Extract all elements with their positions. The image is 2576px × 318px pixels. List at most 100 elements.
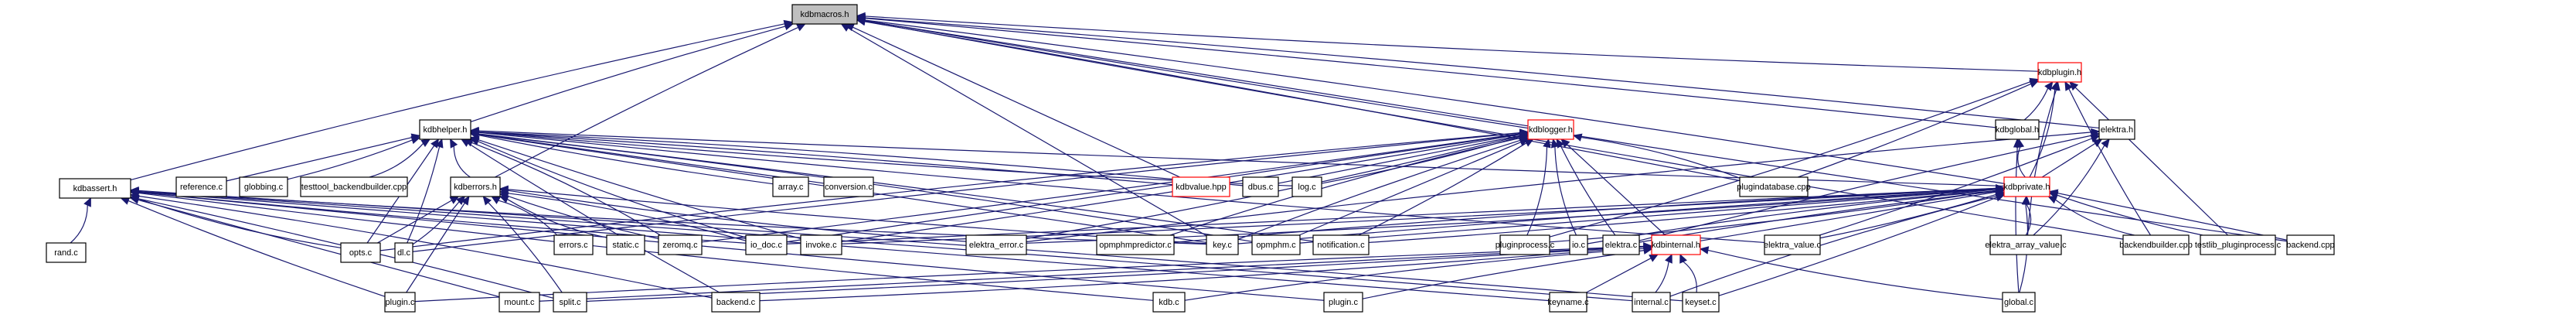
graph-node-kdbassert-h[interactable]: kdbassert.h: [59, 178, 131, 199]
graph-node-testtool-backendbuilder-cpp[interactable]: testtool_backendbuilder.cpp: [300, 176, 408, 197]
node-label: testlib_pluginprocess.c: [2195, 241, 2282, 250]
graph-node-plugindatabase-cpp[interactable]: plugindatabase.cpp: [1737, 176, 1811, 197]
dependency-edge: [138, 192, 1154, 301]
dependency-edge: [471, 142, 661, 236]
graph-node-split-c[interactable]: split.c: [553, 292, 587, 313]
graph-node-elektra-h[interactable]: elektra.h: [2098, 119, 2135, 140]
node-box: [394, 242, 413, 263]
graph-node-io-doc-c[interactable]: io_doc.c: [745, 234, 788, 255]
dependency-edge: [2055, 199, 2135, 236]
graph-node-plugin-c[interactable]: plugin.c: [1323, 292, 1363, 313]
dependency-edge: [864, 15, 2039, 72]
arrowhead-icon: [2064, 80, 2073, 91]
dependency-edge: [138, 195, 713, 299]
graph-node-invoke-c[interactable]: invoke.c: [800, 234, 842, 255]
graph-node-key-c[interactable]: key.c: [1206, 234, 1239, 255]
graph-node-notification-c[interactable]: notification.c: [1312, 234, 1370, 255]
graph-node-globbing-c[interactable]: globbing.c: [239, 176, 288, 197]
node-box: [1499, 234, 1550, 255]
arrowhead-icon: [783, 19, 794, 29]
node-box: [450, 176, 501, 197]
graph-node-testlib-pluginprocess-c[interactable]: testlib_pluginprocess.c: [2195, 234, 2282, 255]
node-box: [1172, 176, 1230, 197]
node-label: conversion.c: [825, 183, 873, 192]
node-box: [59, 178, 131, 199]
graph-node-elektra-error-c[interactable]: elektra_error.c: [965, 234, 1027, 255]
graph-node-array-c[interactable]: array.c: [772, 176, 809, 197]
node-box: [553, 234, 594, 255]
graph-node-backend-cpp[interactable]: backend.cpp: [2286, 234, 2335, 255]
graph-node-kdbprivate-h[interactable]: kdbprivate.h: [2003, 176, 2050, 197]
graph-node-dl-c[interactable]: dl.c: [394, 242, 413, 263]
dependency-edge: [1567, 144, 1666, 236]
dependency-edge: [1298, 142, 1522, 236]
graph-node-kdbinternal-h[interactable]: kdbinternal.h: [1651, 234, 1701, 255]
graph-node-internal-c[interactable]: internal.c: [1632, 292, 1671, 313]
arrowhead-icon: [461, 138, 471, 147]
dependency-edge: [2017, 146, 2026, 178]
graph-node-errors-c[interactable]: errors.c: [553, 234, 594, 255]
dependency-edge: [138, 199, 500, 298]
graph-node-kdbvalue-hpp[interactable]: kdbvalue.hpp: [1172, 176, 1230, 197]
graph-node-backend-c[interactable]: backend.c: [711, 292, 761, 313]
graph-node-kdb-c[interactable]: kdb.c: [1152, 292, 1186, 313]
graph-node-opmphmpredictor-c[interactable]: opmphmpredictor.c: [1096, 234, 1175, 255]
node-label: kdberrors.h: [454, 183, 497, 192]
graph-node-keyset-c[interactable]: keyset.c: [1682, 292, 1720, 313]
arrowhead-icon: [499, 185, 509, 194]
dependency-edge: [1358, 142, 1527, 236]
node-box: [1291, 176, 1322, 197]
graph-node-opts-c[interactable]: opts.c: [340, 242, 381, 263]
graph-node-io-c[interactable]: io.c: [1569, 234, 1588, 255]
node-box: [1251, 234, 1301, 255]
graph-node-mount-c[interactable]: mount.c: [499, 292, 540, 313]
node-box: [772, 176, 809, 197]
graph-node-global-c[interactable]: global.c: [2002, 292, 2036, 313]
node-box: [419, 119, 471, 140]
graph-node-pluginprocess-c[interactable]: pluginprocess.c: [1496, 234, 1555, 255]
graph-node-reference-c[interactable]: reference.c: [175, 176, 227, 197]
graph-node-rand-c[interactable]: rand.c: [46, 242, 87, 263]
graph-node-backendbuilder-cpp[interactable]: backendbuilder.cpp: [2119, 234, 2193, 255]
graph-node-elektra-c[interactable]: elektra.c: [1602, 234, 1640, 255]
graph-node-keyname-c[interactable]: keyname.c: [1547, 292, 1589, 313]
graph-node-kdbhelper-h[interactable]: kdbhelper.h: [419, 119, 471, 140]
dependency-edge: [412, 132, 1521, 252]
graph-node-zeromq-c[interactable]: zeromq.c: [658, 234, 703, 255]
graph-node-kdbglobal-h[interactable]: kdbglobal.h: [1995, 119, 2040, 140]
dependency-edge: [864, 19, 2005, 184]
node-label: keyset.c: [1685, 298, 1717, 307]
dependency-edge: [1026, 132, 2092, 243]
graph-node-dbus-c[interactable]: dbus.c: [1242, 176, 1279, 197]
graph-node-kdberrors-h[interactable]: kdberrors.h: [450, 176, 501, 197]
arrowhead-icon: [491, 196, 501, 204]
arrowhead-icon: [1556, 138, 1565, 149]
arrowhead-icon: [435, 138, 444, 149]
arrowhead-icon: [1665, 253, 1673, 264]
dependency-edge: [1526, 146, 1548, 236]
arrowhead-icon: [461, 195, 470, 206]
graph-node-plugin-c[interactable]: plugin.c: [384, 292, 416, 313]
node-label: zeromq.c: [662, 241, 698, 250]
graph-node-kdblogger-h[interactable]: kdblogger.h: [1527, 119, 1574, 140]
node-label: log.c: [1298, 183, 1316, 192]
node-label: internal.c: [1634, 298, 1669, 307]
dependency-edge: [1173, 188, 1997, 243]
node-label: array.c: [778, 183, 804, 192]
graph-node-kdbplugin-h[interactable]: kdbplugin.h: [2037, 62, 2082, 83]
graph-node-elektra-value-c[interactable]: elektra_value.c: [1764, 234, 1821, 255]
dependency-edge: [864, 20, 1529, 127]
dependency-edge: [864, 21, 1741, 182]
arrowhead-icon: [2052, 80, 2060, 91]
arrowhead-icon: [1642, 246, 1653, 255]
graph-node-opmphm-c[interactable]: opmphm.c: [1251, 234, 1301, 255]
graph-node-elektra-array-value-c[interactable]: elektra_array_value.c: [1985, 234, 2067, 255]
node-label: rand.c: [54, 248, 78, 258]
graph-node-conversion-c[interactable]: conversion.c: [823, 176, 874, 197]
graph-node-static-c[interactable]: static.c: [606, 234, 645, 255]
dependency-edge: [412, 201, 460, 245]
arrowhead-icon: [2047, 196, 2058, 204]
graph-node-log-c[interactable]: log.c: [1291, 176, 1322, 197]
node-box: [1989, 234, 2062, 255]
node-box: [239, 176, 288, 197]
